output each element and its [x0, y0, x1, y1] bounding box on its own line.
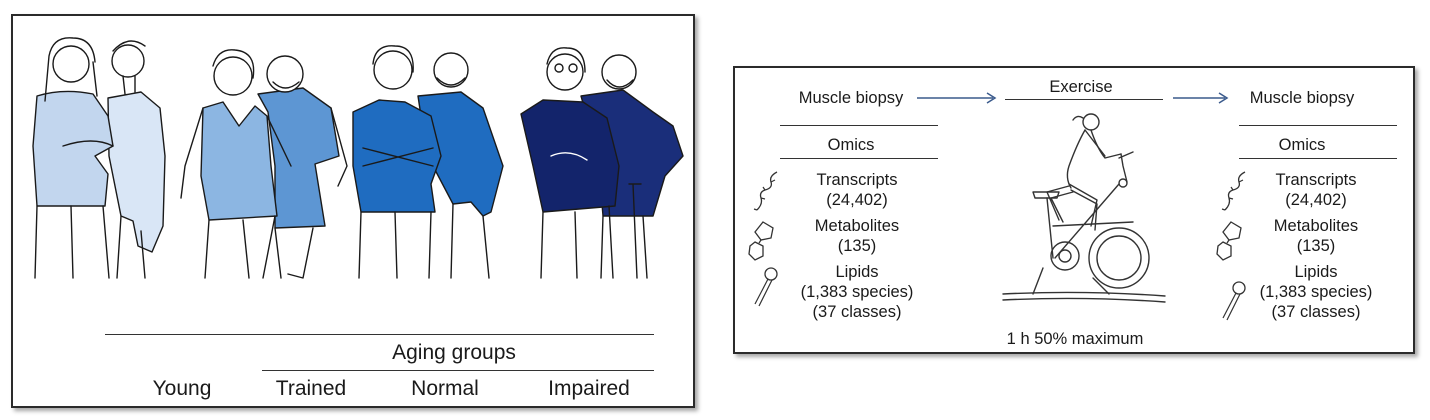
arrow-to-biopsy	[1173, 92, 1229, 104]
trained-woman-figure	[180, 49, 292, 279]
transcript-icon	[753, 171, 778, 211]
normal-woman-figure	[352, 45, 442, 279]
biopsy-left-label: Muscle biopsy	[798, 89, 904, 107]
aging-groups-panel: Aging groups Young Trained Normal Impair…	[11, 14, 695, 408]
young-woman-figure	[32, 37, 114, 279]
normal-man-figure	[417, 52, 504, 279]
arrow-to-exercise	[917, 92, 997, 104]
omics-right-rule	[1239, 158, 1397, 159]
metabolite-icon	[748, 221, 774, 261]
young-man-figure	[107, 40, 166, 279]
biopsy-right-label: Muscle biopsy	[1249, 89, 1355, 107]
aging-groups-header: Aging groups	[392, 341, 516, 364]
lipids-label-right: Lipids	[1294, 263, 1338, 281]
exercise-label: Exercise	[1049, 78, 1113, 96]
transcript-icon	[1221, 171, 1246, 211]
lipid-icon	[754, 267, 778, 307]
biopsy-right-rule	[1239, 125, 1397, 126]
exercise-rule	[1005, 99, 1163, 100]
omics-left-label: Omics	[827, 136, 875, 154]
group-label-trained: Trained	[275, 377, 347, 400]
aging-groups-rule	[262, 370, 654, 371]
lipid-icon	[1222, 281, 1246, 321]
metabolites-label-left: Metabolites	[814, 217, 900, 235]
transcripts-label-right: Transcripts	[1275, 171, 1357, 189]
metabolites-label-right: Metabolites	[1273, 217, 1359, 235]
impaired-woman-figure	[520, 47, 620, 279]
lipids-label-left: Lipids	[835, 263, 879, 281]
groups-top-rule	[105, 334, 654, 335]
lipids-species-right: (1,383 species)	[1259, 283, 1373, 301]
exercise-protocol-label: 1 h 50% maximum	[1006, 330, 1144, 348]
group-label-young: Young	[152, 377, 212, 400]
metabolite-icon	[1216, 221, 1242, 261]
group-label-normal: Normal	[411, 377, 479, 400]
metabolites-count-right: (135)	[1296, 237, 1336, 255]
lipids-species-left: (1,383 species)	[800, 283, 914, 301]
aging-groups-illustration	[32, 37, 684, 279]
biopsy-left-rule	[780, 125, 938, 126]
group-label-impaired: Impaired	[548, 377, 630, 400]
omics-left-rule	[780, 158, 938, 159]
transcripts-count-right: (24,402)	[1285, 191, 1347, 209]
exercise-bike-illustration	[1002, 113, 1166, 303]
lipids-classes-left: (37 classes)	[812, 303, 902, 321]
exercise-omics-panel: Muscle biopsy Exercise Muscle biopsy Omi…	[733, 66, 1415, 354]
lipids-classes-right: (37 classes)	[1271, 303, 1361, 321]
transcripts-label-left: Transcripts	[816, 171, 898, 189]
omics-right-label: Omics	[1278, 136, 1326, 154]
transcripts-count-left: (24,402)	[826, 191, 888, 209]
metabolites-count-left: (135)	[837, 237, 877, 255]
trained-man-figure	[257, 55, 348, 279]
